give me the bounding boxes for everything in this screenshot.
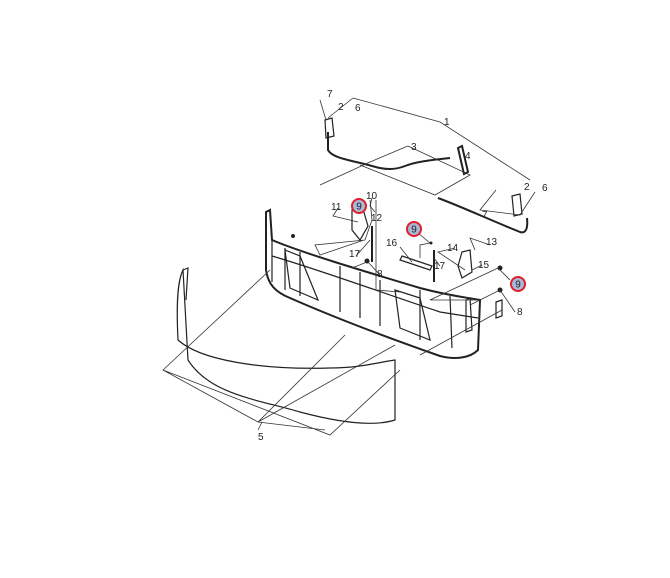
callout-12: 12 bbox=[371, 213, 383, 224]
highlight-callout-9b[interactable]: 9 bbox=[406, 221, 422, 237]
callout-6-right: 6 bbox=[542, 183, 548, 194]
callout-7: 7 bbox=[327, 89, 333, 100]
callout-3: 3 bbox=[411, 142, 417, 153]
brackets-struts bbox=[291, 205, 503, 319]
callout-labels: 7 2 6 1 3 4 2 6 7 10 11 12 16 14 13 17 1… bbox=[258, 89, 548, 443]
callout-10: 10 bbox=[366, 191, 378, 202]
callout-7-right: 7 bbox=[482, 210, 488, 221]
callout-17: 17 bbox=[349, 249, 361, 260]
back-panel-frame bbox=[265, 208, 482, 359]
callout-15: 15 bbox=[478, 260, 490, 271]
callout-label: 9 bbox=[515, 280, 521, 291]
callout-8-right: 8 bbox=[517, 307, 523, 318]
callout-17-right: 17 bbox=[434, 261, 446, 272]
callout-11: 11 bbox=[331, 202, 342, 213]
callout-6: 6 bbox=[355, 103, 361, 114]
callout-5: 5 bbox=[258, 432, 264, 443]
callout-4: 4 bbox=[465, 151, 471, 162]
callout-label: 9 bbox=[356, 202, 362, 213]
callout-2: 2 bbox=[338, 102, 344, 113]
leader-lines bbox=[162, 97, 536, 436]
callout-16: 16 bbox=[386, 238, 398, 249]
highlight-callout-9a[interactable]: 9 bbox=[351, 198, 367, 214]
highlight-callout-9c[interactable]: 9 bbox=[510, 276, 526, 292]
callout-label: 9 bbox=[411, 225, 417, 236]
callout-14: 14 bbox=[447, 243, 459, 254]
callout-2-right: 2 bbox=[524, 182, 530, 193]
windshield-glass bbox=[176, 267, 396, 424]
callout-13: 13 bbox=[486, 237, 498, 248]
callout-1: 1 bbox=[444, 117, 450, 128]
wiring-harness bbox=[324, 117, 529, 234]
callout-8: 8 bbox=[377, 269, 383, 280]
